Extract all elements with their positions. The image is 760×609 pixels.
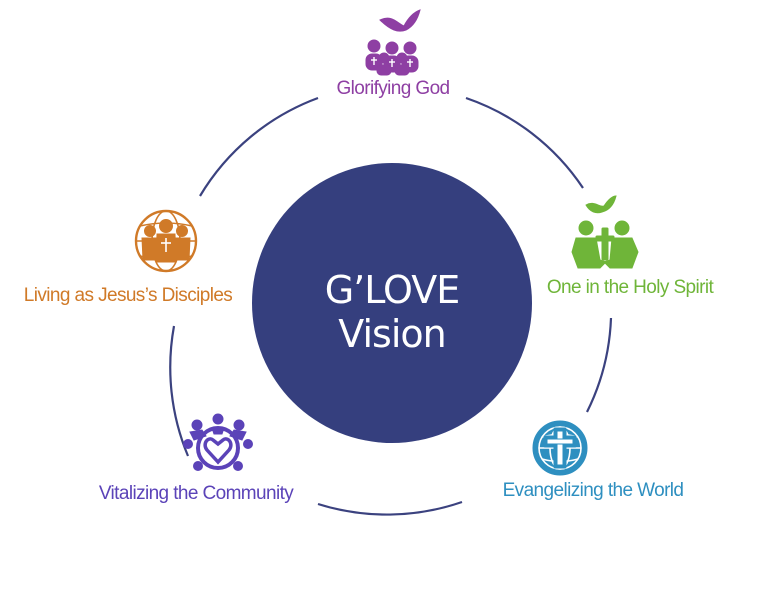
ring-arc-top-left	[199, 96, 319, 197]
ring-arc-right	[586, 317, 613, 413]
dove-kneeling-icon	[571, 195, 639, 269]
dove-congregation-icon	[365, 9, 421, 76]
node-label-vitalizing-the-community: Vitalizing the Community	[98, 483, 294, 504]
center-title: G’LOVE Vision	[324, 268, 461, 356]
node-label-evangelizing-the-world: Evangelizing the World	[502, 480, 684, 501]
heart-globe-icon	[183, 413, 253, 471]
ring-arc-bottom	[317, 500, 463, 516]
node-label-glorifying-god: Glorifying God	[336, 78, 450, 99]
node-label-living-as-jesuss-disciples: Living as Jesus’s Disciples	[23, 285, 233, 306]
ring-arc-left	[169, 325, 190, 457]
node-label-one-in-the-holy-spirit: One in the Holy Spirit	[546, 277, 714, 298]
globe-cross-icon	[532, 420, 588, 476]
ring-arc-top-right	[465, 96, 584, 189]
vision-ring	[169, 96, 613, 516]
center-title-line-2: Vision	[338, 312, 446, 356]
disciples-globe-icon	[134, 209, 198, 273]
center-circle	[252, 163, 532, 443]
center-title-line-1: G’LOVE	[324, 268, 461, 312]
